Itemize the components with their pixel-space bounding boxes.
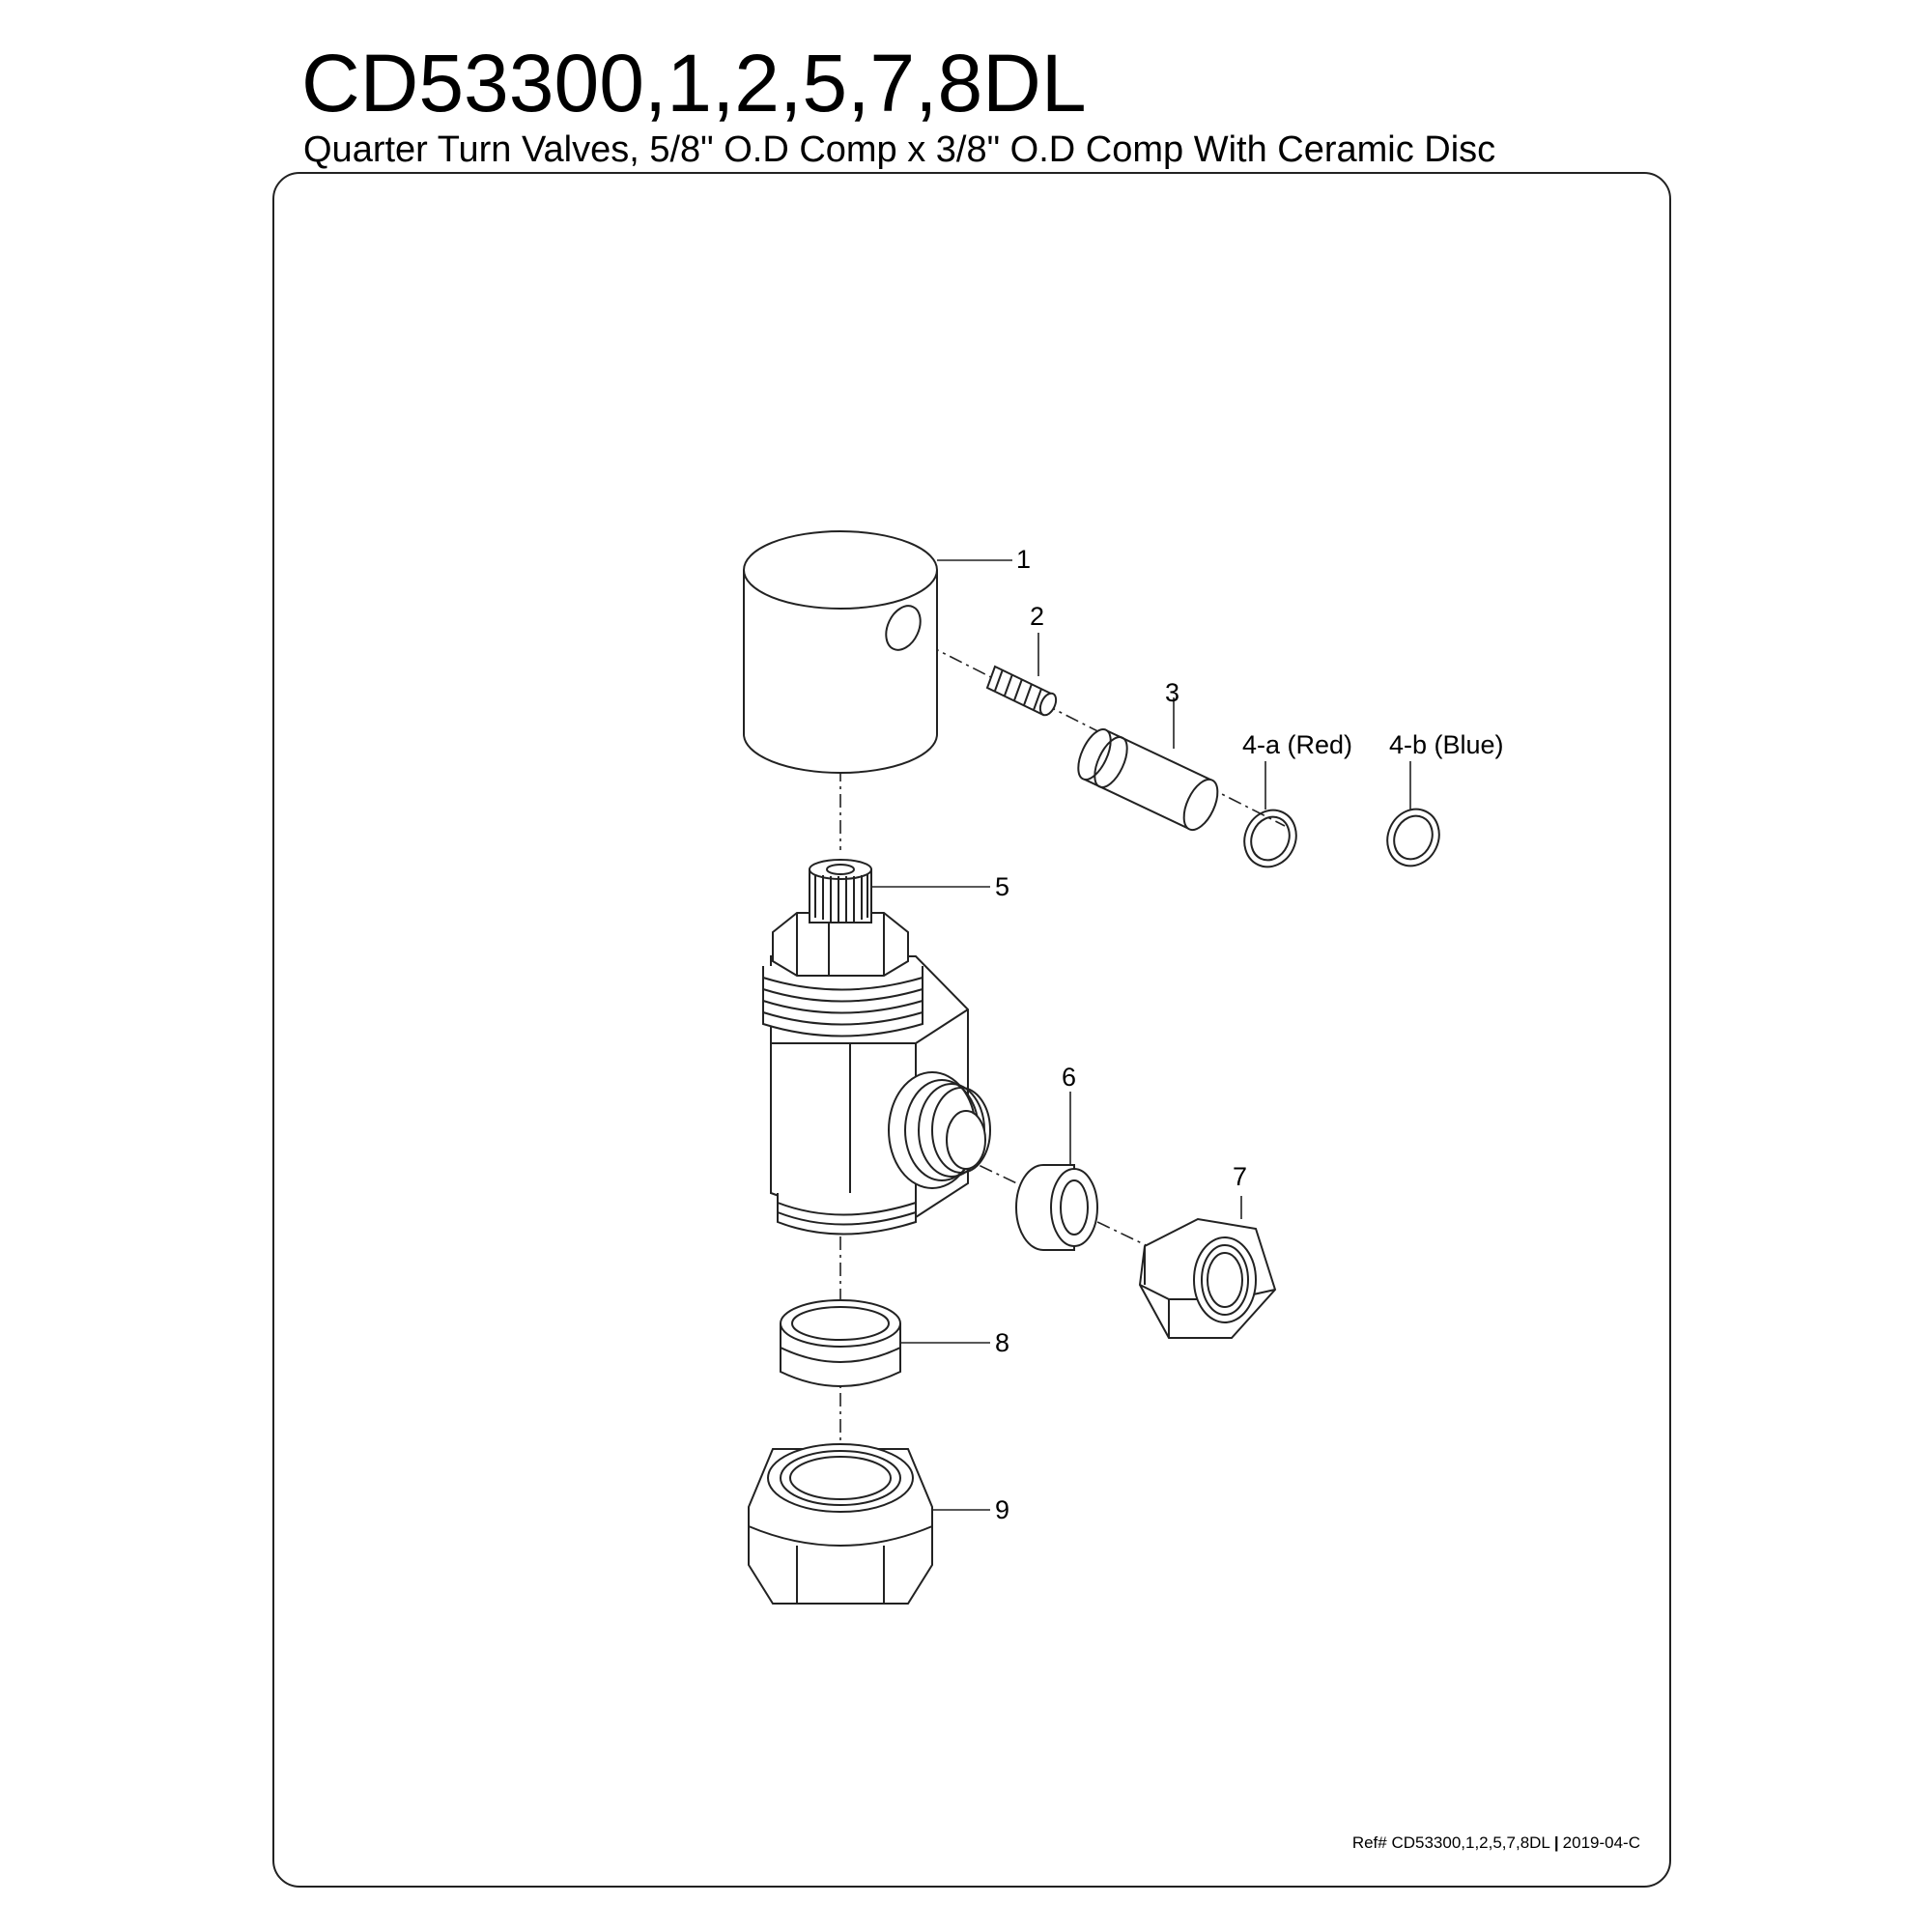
callout-1: 1 <box>1016 545 1032 574</box>
drawing-subtitle: Quarter Turn Valves, 5/8" O.D Comp x 3/8… <box>303 129 1496 170</box>
reference-number: Ref# CD53300,1,2,5,7,8DL <box>1351 1833 1550 1852</box>
drawing-title: CD53300,1,2,5,7,8DL <box>301 38 1087 128</box>
callout-6: 6 <box>1062 1063 1077 1092</box>
callout-2: 2 <box>1030 602 1045 631</box>
callout-4a: 4-a (Red) <box>1242 730 1353 759</box>
part-4b-washer-blue <box>1386 808 1440 867</box>
callout-9: 9 <box>995 1495 1010 1524</box>
reference-footer: Ref# CD53300,1,2,5,7,8DL|2019-04-C <box>1352 1833 1640 1853</box>
handle-screw-hole <box>885 605 922 651</box>
callout-5: 5 <box>995 872 1010 901</box>
revision-code: 2019-04-C <box>1562 1833 1640 1852</box>
part-8-bottom-ferrule <box>780 1299 901 1387</box>
part-5-cartridge-stem <box>809 859 872 923</box>
callout-3: 3 <box>1165 678 1180 707</box>
drawing-frame <box>272 172 1671 1888</box>
part-4a-washer-red <box>1243 809 1297 868</box>
callout-7: 7 <box>1233 1162 1248 1191</box>
reference-separator: | <box>1553 1833 1559 1852</box>
part-7-side-nut <box>1138 1217 1277 1339</box>
part-6-side-ferrule <box>1015 1164 1098 1251</box>
callout-8: 8 <box>995 1328 1010 1357</box>
centerline-handle-screw <box>902 632 1286 827</box>
callout-4b: 4-b (Blue) <box>1389 730 1504 759</box>
part-3-index-cap <box>1077 728 1219 832</box>
part-1-handle <box>743 530 938 774</box>
part-2-set-screw <box>985 665 1058 717</box>
part-9-bottom-nut <box>748 1443 933 1605</box>
valve-body <box>762 912 991 1236</box>
